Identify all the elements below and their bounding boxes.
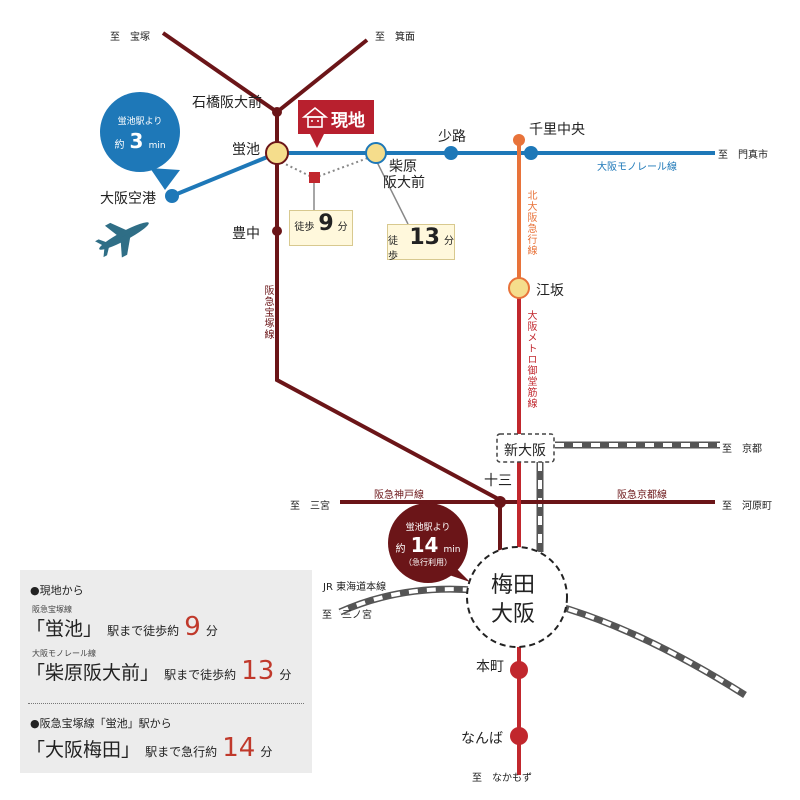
line-label-jr-tokaido: JR 東海道本線 — [323, 582, 387, 593]
express-bubble-unit: min — [443, 545, 461, 555]
legend-row1-station: 「蛍池」 — [26, 618, 103, 640]
label-ishibashi: 石橋阪大前 — [192, 95, 262, 111]
airport-bubble-unit: min — [148, 141, 166, 151]
airport-time-bubble: 蛍池駅より 約 3 min — [100, 92, 180, 172]
station-ishibashi — [272, 107, 282, 117]
walk-prefix: 徒歩 — [294, 222, 315, 233]
umeda-osaka-hub — [466, 546, 568, 648]
label-umeda: 梅田 — [491, 573, 536, 598]
site-label: 現地 — [331, 111, 365, 131]
legend-row1-line: 阪急宝塚線 — [32, 605, 72, 614]
label-shin-osaka: 新大阪 — [504, 443, 546, 459]
station-senri-chuo-monorail — [524, 146, 538, 160]
legend-row3-text: 駅まで急行約 — [145, 745, 218, 759]
walk-box-hotarugaike: 徒歩 9 分 — [289, 210, 353, 246]
hankyu-takarazuka-line — [161, 31, 502, 560]
legend-row2-line: 大阪モノレール線 — [32, 649, 96, 658]
dest-nakamozu: 至 なかもず — [472, 773, 532, 784]
station-namba — [510, 727, 528, 745]
walk-unit: 分 — [444, 236, 454, 247]
label-namba: なんば — [461, 731, 503, 747]
walk-num: 9 — [318, 211, 334, 236]
station-shibahara — [365, 142, 387, 164]
dest-takarazuka: 至 宝塚 — [110, 32, 150, 43]
express-bubble-prefix: 約 — [395, 544, 406, 555]
label-osaka: 大阪 — [491, 602, 536, 627]
station-osaka-airport — [165, 189, 179, 203]
label-hotarugaike: 蛍池 — [232, 142, 260, 158]
dest-kadoma: 至 門真市 — [718, 150, 768, 161]
label-esaka: 江坂 — [536, 283, 564, 299]
label-honmachi: 本町 — [476, 659, 504, 675]
site-marker — [298, 100, 374, 183]
label-senri-chuo: 千里中央 — [529, 122, 585, 138]
express-time-bubble: 蛍池駅より 約 14 min （急行利用） — [388, 503, 468, 583]
airport-bubble-line1: 蛍池駅より — [117, 117, 163, 127]
express-bubble-note: （急行利用） — [404, 558, 452, 567]
walk-unit: 分 — [337, 222, 348, 233]
house-icon — [301, 106, 329, 128]
station-shoji — [444, 146, 458, 160]
line-label-hankyu-takarazuka: 阪急宝塚線 — [262, 285, 273, 340]
legend-row3-station: 「大阪梅田」 — [26, 739, 141, 761]
line-label-hankyu-kyoto: 阪急京都線 — [617, 490, 667, 501]
line-label-hankyu-kobe: 阪急神戸線 — [374, 490, 424, 501]
dest-kawaramachi: 至 河原町 — [722, 501, 772, 512]
legend-row2-text: 駅まで徒歩約 — [164, 668, 237, 682]
airport-bubble-num: 3 — [129, 129, 144, 153]
legend-row1-text: 駅まで徒歩約 — [107, 624, 180, 638]
label-juso: 十三 — [484, 473, 512, 489]
legend-row1: 「蛍池」 駅まで徒歩約 9 分 — [26, 612, 218, 642]
express-bubble-num: 14 — [410, 533, 439, 557]
station-esaka — [508, 277, 530, 299]
legend-row3-unit: 分 — [260, 745, 273, 759]
station-hotarugaike — [265, 141, 289, 165]
legend-row3: 「大阪梅田」 駅まで急行約 14 分 — [26, 733, 272, 763]
legend-row2-station: 「柴原阪大前」 — [26, 662, 160, 684]
airport-bubble-prefix: 約 — [114, 140, 125, 151]
access-legend: ●現地から 阪急宝塚線 「蛍池」 駅まで徒歩約 9 分 大阪モノレール線 「柴原… — [20, 570, 312, 773]
legend-row2-num: 13 — [241, 656, 275, 686]
station-markers — [165, 107, 538, 745]
dest-sannomiya-hankyu: 至 三宮 — [290, 501, 330, 512]
dest-minoo: 至 箕面 — [375, 32, 415, 43]
legend-divider — [28, 703, 304, 704]
dest-sannomiya-jr: 至 三ノ宮 — [322, 610, 372, 621]
walk-num: 13 — [409, 225, 440, 250]
station-toyonaka — [272, 226, 282, 236]
express-bubble-line1: 蛍池駅より — [405, 523, 451, 533]
walk-box-shibahara: 徒歩 13 分 — [387, 224, 455, 262]
label-osaka-airport: 大阪空港 — [100, 191, 156, 207]
airplane-icon — [95, 222, 149, 258]
line-label-kita-osaka-kyuko: 北大阪急行線 — [525, 190, 536, 256]
legend-row1-num: 9 — [184, 612, 201, 642]
station-honmachi — [510, 661, 528, 679]
legend-row3-num: 14 — [222, 733, 256, 763]
legend-section1-head: ●現地から — [30, 584, 84, 597]
airport-time-bubble-shape — [100, 92, 180, 172]
label-toyonaka: 豊中 — [232, 226, 260, 242]
legend-row1-unit: 分 — [205, 624, 218, 638]
line-label-monorail: 大阪モノレール線 — [597, 162, 677, 173]
label-shibahara-1: 柴原 — [389, 159, 417, 175]
line-label-midosuji: 大阪メトロ御堂筋線 — [525, 310, 536, 409]
station-juso — [494, 496, 506, 508]
label-shoji: 少路 — [438, 129, 466, 145]
dest-kyoto: 至 京都 — [722, 444, 762, 455]
label-shibahara-2: 阪大前 — [383, 175, 425, 191]
walk-prefix: 徒歩 — [388, 236, 398, 262]
legend-row2: 「柴原阪大前」 駅まで徒歩約 13 分 — [26, 656, 291, 686]
legend-section2-head: ●阪急宝塚線「蛍池」駅から — [30, 717, 172, 730]
monorail-line — [171, 151, 715, 198]
shin-osaka-box — [496, 433, 555, 463]
legend-row2-unit: 分 — [279, 668, 292, 682]
station-senri-chuo-kyuko — [513, 134, 525, 146]
